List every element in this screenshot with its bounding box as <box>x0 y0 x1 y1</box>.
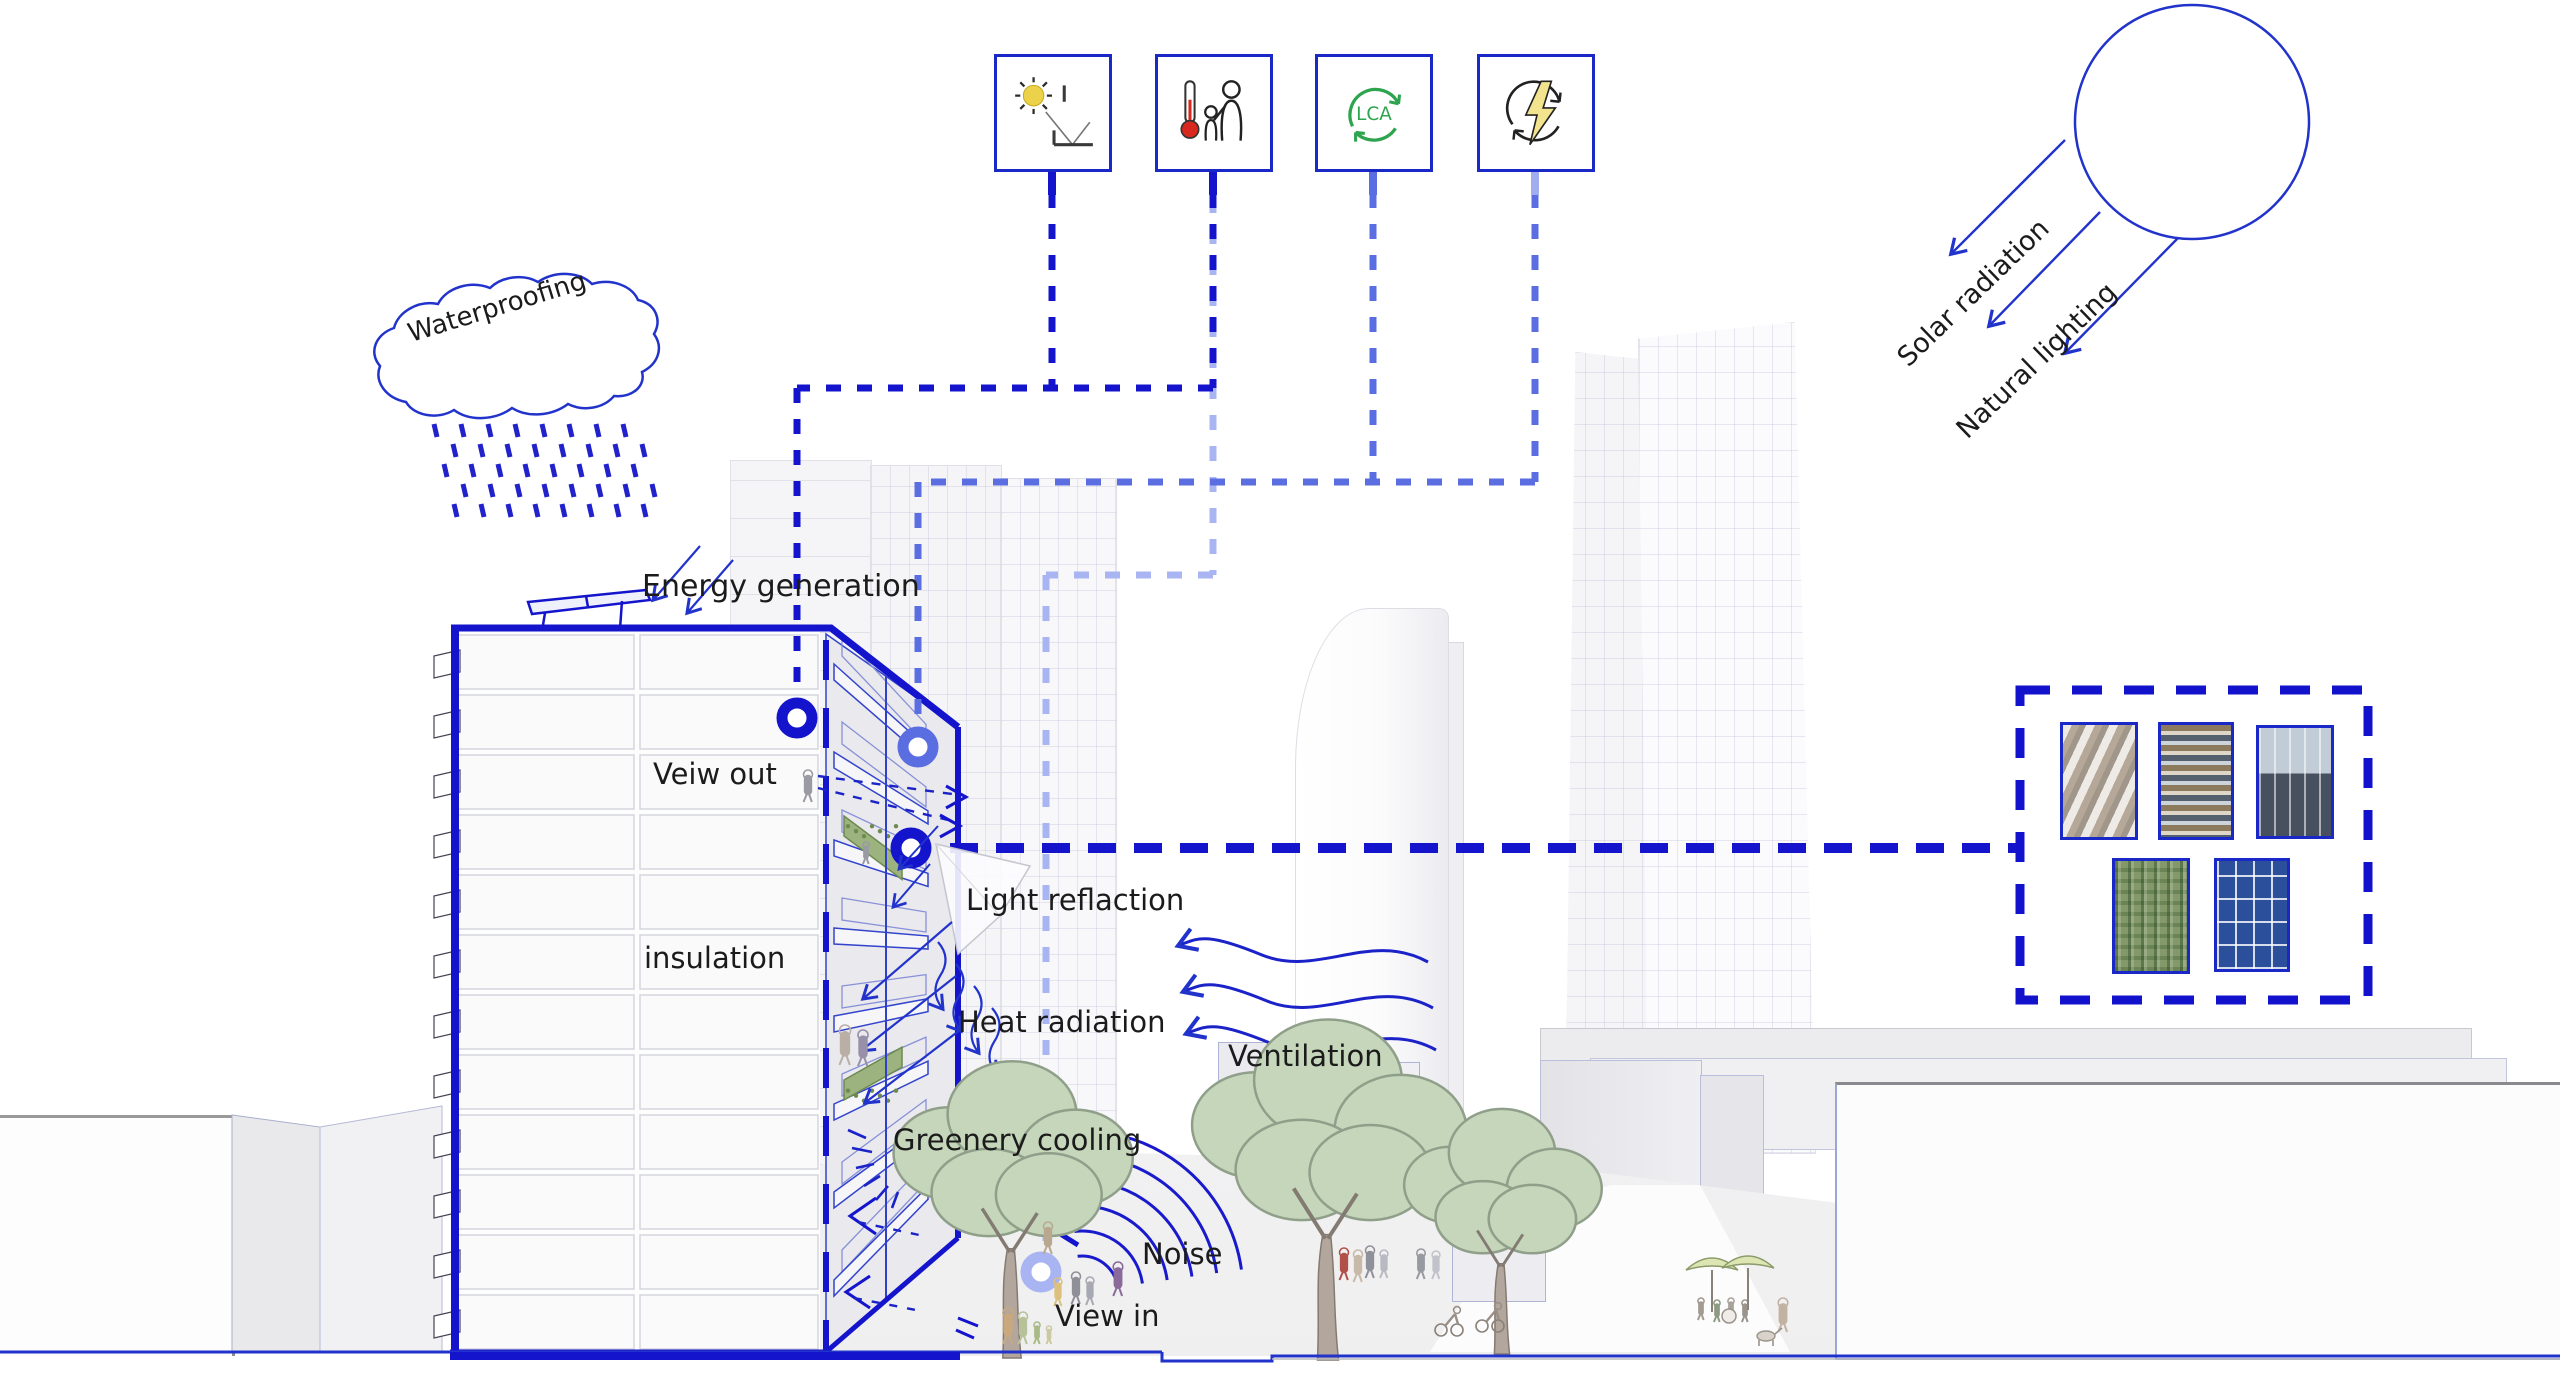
icon-box-daylight <box>994 54 1112 172</box>
lca-cycle-icon: LCA <box>1348 87 1402 142</box>
dashed-connection-lines <box>776 169 2020 1293</box>
trees-and-people <box>802 769 1789 1361</box>
big-white-slab <box>1835 1082 2560 1360</box>
section-building <box>433 545 1080 1359</box>
thermal-comfort-icon <box>1180 80 1243 141</box>
left-low-building <box>0 1115 235 1356</box>
label-heat-radiation: Heat radiation <box>958 1005 1166 1039</box>
label-greenery-cooling: Greenery cooling <box>893 1123 1142 1157</box>
icon-box-energy <box>1477 54 1595 172</box>
icon-box-thermal-comfort <box>1155 54 1273 172</box>
twin-tower-right <box>1638 322 1816 1154</box>
daylight-reflection-icon <box>1015 77 1093 147</box>
material-solar-pv-facade <box>2214 858 2290 972</box>
energy-cycle-icon <box>1505 80 1562 146</box>
label-insulation: insulation <box>644 941 786 975</box>
label-view-in: View in <box>1055 1299 1160 1333</box>
label-noise: Noise <box>1142 1237 1223 1271</box>
waterproofing-cloud <box>373 272 661 518</box>
material-concrete-fin-facade <box>2060 722 2138 840</box>
svg-text:LCA: LCA <box>1356 104 1392 125</box>
sun <box>1948 3 2311 356</box>
material-louver-glass-facade <box>2158 722 2234 840</box>
ground-lines <box>0 1350 2560 1363</box>
label-ventilation: Ventilation <box>1228 1039 1383 1073</box>
left-building-sides <box>231 1105 443 1353</box>
material-green-wall-facade <box>2112 858 2190 974</box>
material-glass-curtain-wall <box>2256 725 2334 839</box>
label-view-out: Veiw out <box>653 757 777 791</box>
label-energy-generation: Energy generation <box>642 569 920 604</box>
label-light-reflection: Light reflaction <box>966 883 1185 917</box>
icon-box-lca: LCA <box>1315 54 1433 172</box>
